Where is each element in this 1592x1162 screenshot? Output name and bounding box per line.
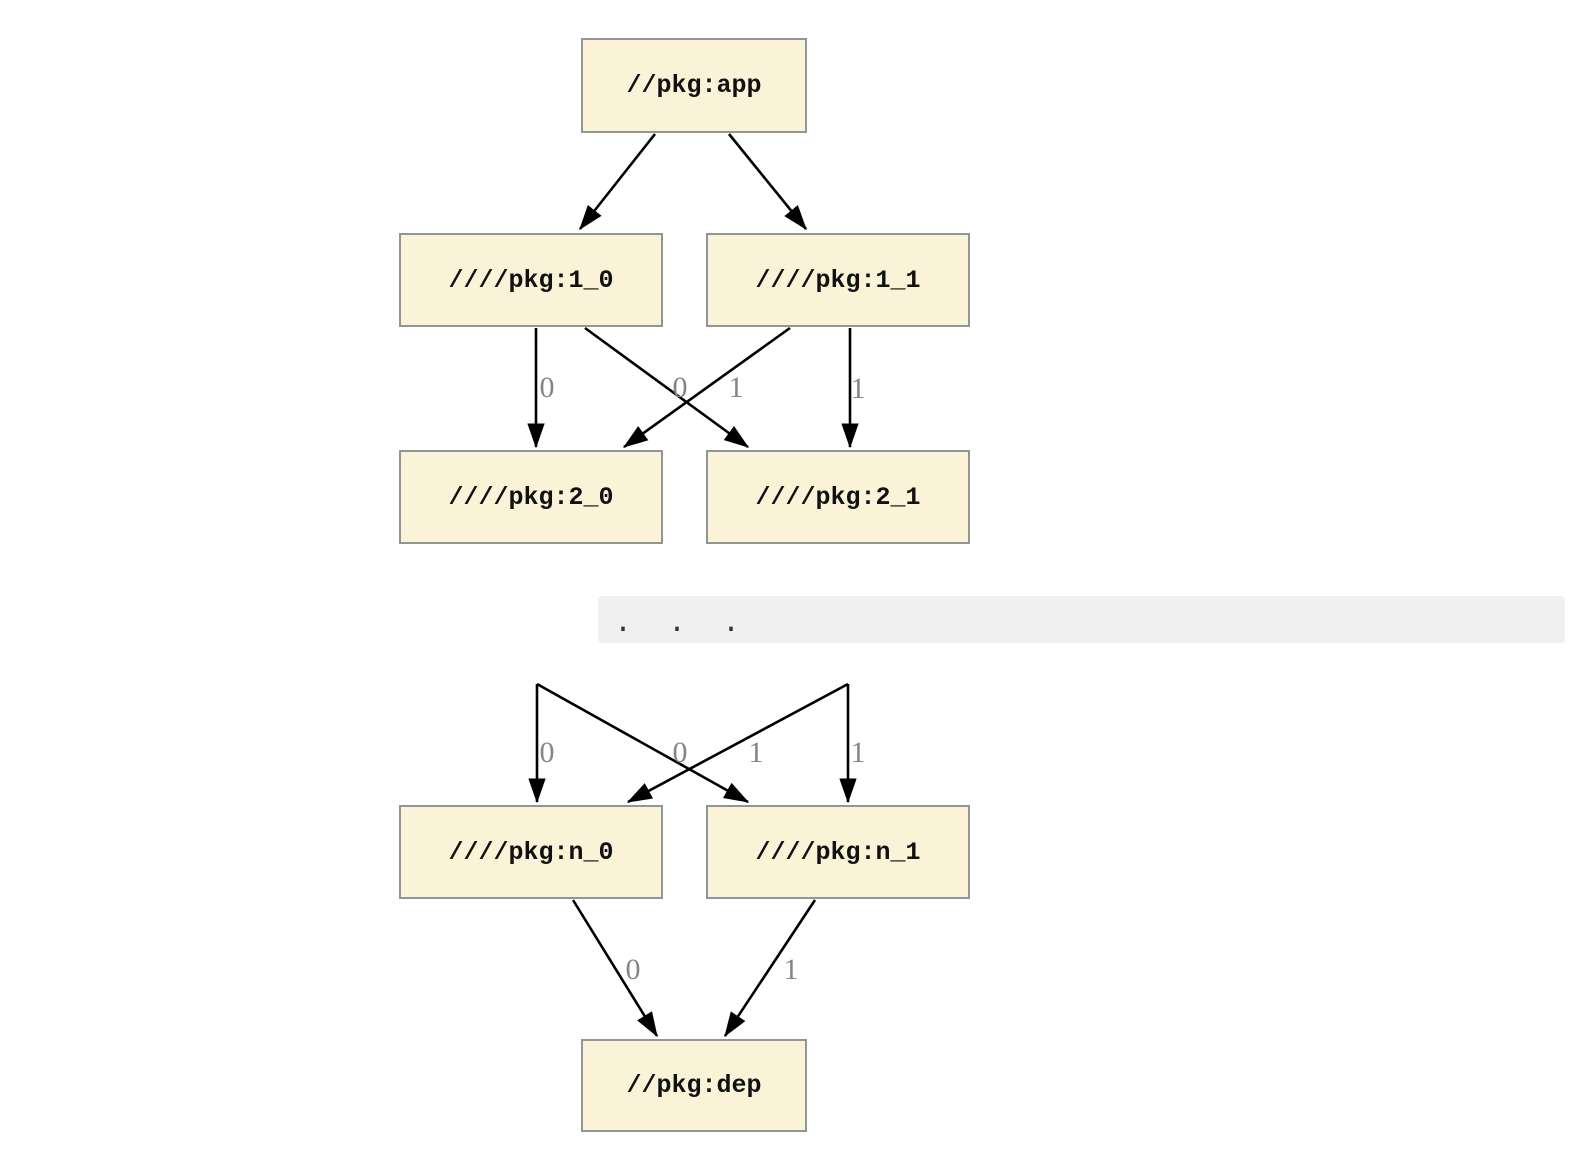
- edge-label-1_0-2_0: 0: [539, 371, 555, 404]
- edge-app-to-1_0: [578, 133, 657, 230]
- ellipsis-row: . . .: [598, 596, 1565, 643]
- edge-n_1-to-dep: [723, 899, 817, 1038]
- edge-hidden-right-to-n_0: [626, 682, 849, 804]
- edge-label-hidden-n_0-left: 0: [539, 736, 555, 769]
- edge-label-hidden-n_0-mid: 0: [672, 736, 688, 769]
- node-pkg-1_1: ////pkg:1_1: [706, 233, 970, 327]
- node-pkg-n_1: ////pkg:n_1: [706, 805, 970, 899]
- node-pkg-dep: //pkg:dep: [581, 1039, 807, 1132]
- edge-label-n_0-dep: 0: [625, 953, 641, 986]
- edge-1_0-to-2_1: [584, 326, 750, 449]
- node-pkg-2_1: ////pkg:2_1: [706, 450, 970, 544]
- edge-label-n_1-dep: 1: [783, 953, 799, 986]
- node-pkg-n_0: ////pkg:n_0: [399, 805, 663, 899]
- node-pkg-2_0: ////pkg:2_0: [399, 450, 663, 544]
- edge-n_0-to-dep: [571, 899, 659, 1038]
- node-pkg-app: //pkg:app: [581, 38, 807, 133]
- edge-1_1-to-2_0: [622, 326, 791, 449]
- edge-label-1_1-2_1: 1: [850, 372, 866, 405]
- node-pkg-1_0: ////pkg:1_0: [399, 233, 663, 327]
- edge-hidden-left-to-n_1: [536, 682, 750, 804]
- edge-label-1_0-2_1: 1: [728, 371, 744, 404]
- edge-label-hidden-n_1-mid: 1: [748, 736, 764, 769]
- edge-app-to-1_1: [727, 133, 808, 230]
- edge-label-hidden-n_1-right: 1: [850, 736, 866, 769]
- edge-label-1_1-2_0: 0: [672, 371, 688, 404]
- ellipsis-dots: . . .: [614, 607, 741, 641]
